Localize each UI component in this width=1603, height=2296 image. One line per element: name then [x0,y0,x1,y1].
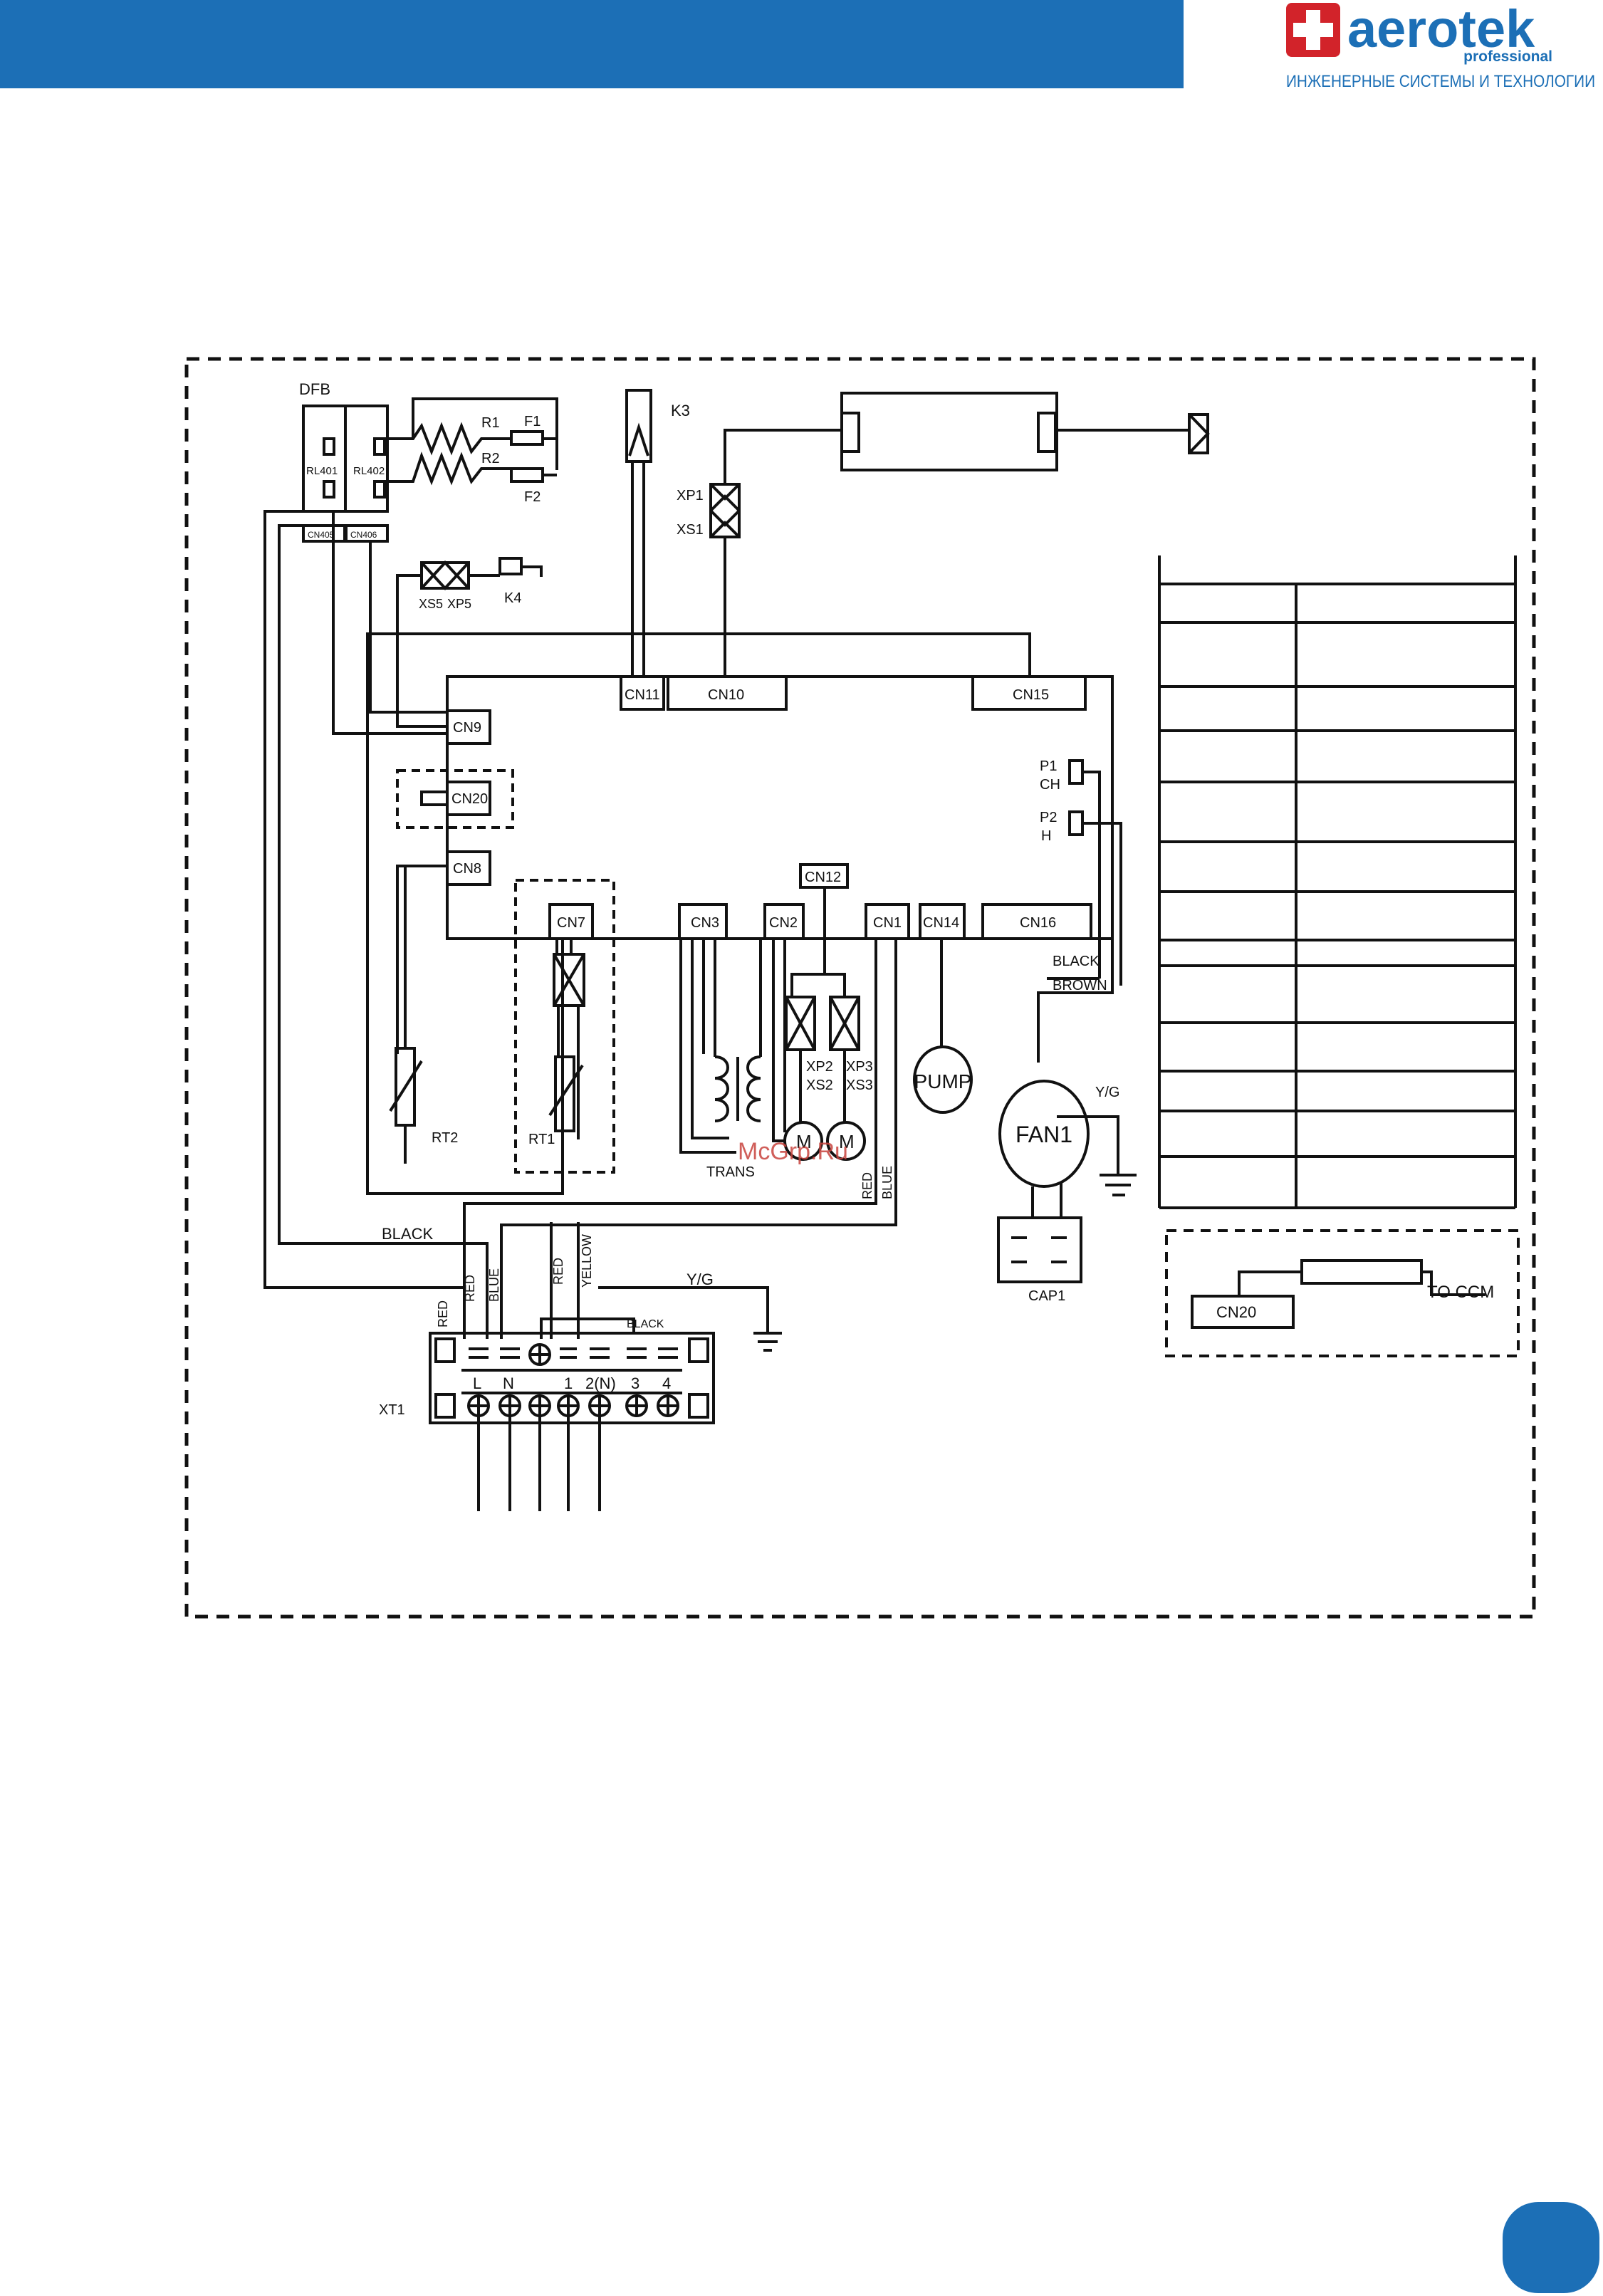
label-cn1: CN1 [873,915,902,931]
label-h: H [1041,828,1051,844]
label-xp2: XP2 [806,1059,833,1075]
label-xs1: XS1 [677,522,704,538]
label-inset-cn20: CN20 [1216,1303,1256,1321]
transformer-trans [714,1055,729,1122]
brand-name: aerotek [1347,1,1535,58]
label-yellow: YELLOW [580,1234,594,1288]
label-fan1: FAN1 [1015,1122,1072,1147]
label-red-b: RED [463,1275,477,1302]
fuse-f1 [510,430,544,446]
brand-sub: professional [1463,48,1552,65]
page-number-badge [1503,2202,1599,2293]
label-rt2: RT2 [432,1130,458,1146]
label-term-n: N [503,1374,514,1392]
label-dfb: DFB [299,380,330,398]
label-black-lead: BLACK [382,1225,433,1243]
label-cn16: CN16 [1020,915,1056,931]
label-cn20: CN20 [451,791,488,807]
label-xp1: XP1 [677,488,704,503]
label-yg-fan: Y/G [1095,1085,1119,1100]
label-p1: P1 [1040,758,1057,774]
label-cn10: CN10 [708,687,744,703]
label-m-right: M [839,1131,855,1152]
label-term-2: 2(N) [585,1374,616,1392]
label-k4: K4 [504,590,521,606]
label-cn15: CN15 [1013,687,1049,703]
label-cn406: CN406 [350,530,377,540]
label-r2: R2 [481,451,500,466]
label-pump: PUMP [914,1070,972,1092]
terminal-block-xt1 [429,1332,715,1424]
label-xp3: XP3 [846,1059,873,1075]
label-cn8: CN8 [453,861,481,877]
label-to-ccm: TO CCM [1427,1283,1494,1302]
thermistor-rt1 [554,1055,575,1132]
label-cap1: CAP1 [1028,1288,1065,1304]
label-xt1: XT1 [379,1402,405,1418]
label-xs3: XS3 [846,1077,873,1093]
switch-k3 [625,389,652,463]
label-k3: K3 [671,402,690,419]
watermark: McGrp.Ru [738,1138,848,1165]
switch-k4 [498,557,523,575]
heater-tube [840,392,1058,471]
label-rl401: RL401 [306,465,338,477]
brand-logo: aerotek professional ИНЖЕНЕРНЫЕ СИСТЕМЫ … [1286,1,1595,91]
label-term-3: 3 [631,1374,639,1392]
label-f1: F1 [524,414,541,429]
label-cn3: CN3 [691,915,719,931]
label-rt1: RT1 [528,1132,555,1147]
label-red-c: RED [551,1258,565,1285]
label-r1: R1 [481,415,500,431]
label-rl402: RL402 [353,465,385,477]
label-black-term: BLACK [627,1318,664,1330]
sensor-probe [1188,413,1209,454]
label-cn14: CN14 [923,915,959,931]
pump [913,1045,973,1114]
label-red-cn1: RED [860,1172,874,1199]
label-f2: F2 [524,489,541,505]
motor-m-left [783,1121,823,1161]
label-xs2: XS2 [806,1077,833,1093]
label-blue-cn1: BLUE [880,1166,894,1199]
diagram-frame [184,357,1536,1619]
label-cn7: CN7 [557,915,585,931]
capacitor-cap1 [997,1216,1082,1283]
label-term-4: 4 [662,1374,671,1392]
fan1 [998,1080,1090,1188]
label-p2: P2 [1040,810,1057,825]
brand-tagline: ИНЖЕНЕРНЫЕ СИСТЕМЫ И ТЕХНОЛОГИИ [1286,72,1595,91]
fuse-f2 [510,467,544,483]
label-m-left: M [796,1131,812,1152]
label-term-1: 1 [564,1374,573,1392]
label-brown: BROWN [1053,978,1107,993]
label-ch: CH [1040,777,1060,793]
label-red-a: RED [436,1300,450,1327]
label-xp5: XP5 [447,597,471,611]
label-xs5: XS5 [419,597,443,611]
label-cn11: CN11 [625,687,660,703]
label-black-fan: BLACK [1053,954,1100,969]
label-cn405: CN405 [308,530,335,540]
label-term-l: L [473,1374,481,1392]
label-yg-ground: Y/G [686,1270,714,1288]
label-blue-b: BLUE [487,1268,501,1302]
label-cn12: CN12 [805,870,841,885]
label-trans: TRANS [706,1164,755,1180]
label-cn2: CN2 [769,915,798,931]
cn20-inset [1165,1229,1520,1357]
label-cn9: CN9 [453,720,481,736]
main-pcb [446,675,1114,940]
header-bar [0,0,1184,88]
